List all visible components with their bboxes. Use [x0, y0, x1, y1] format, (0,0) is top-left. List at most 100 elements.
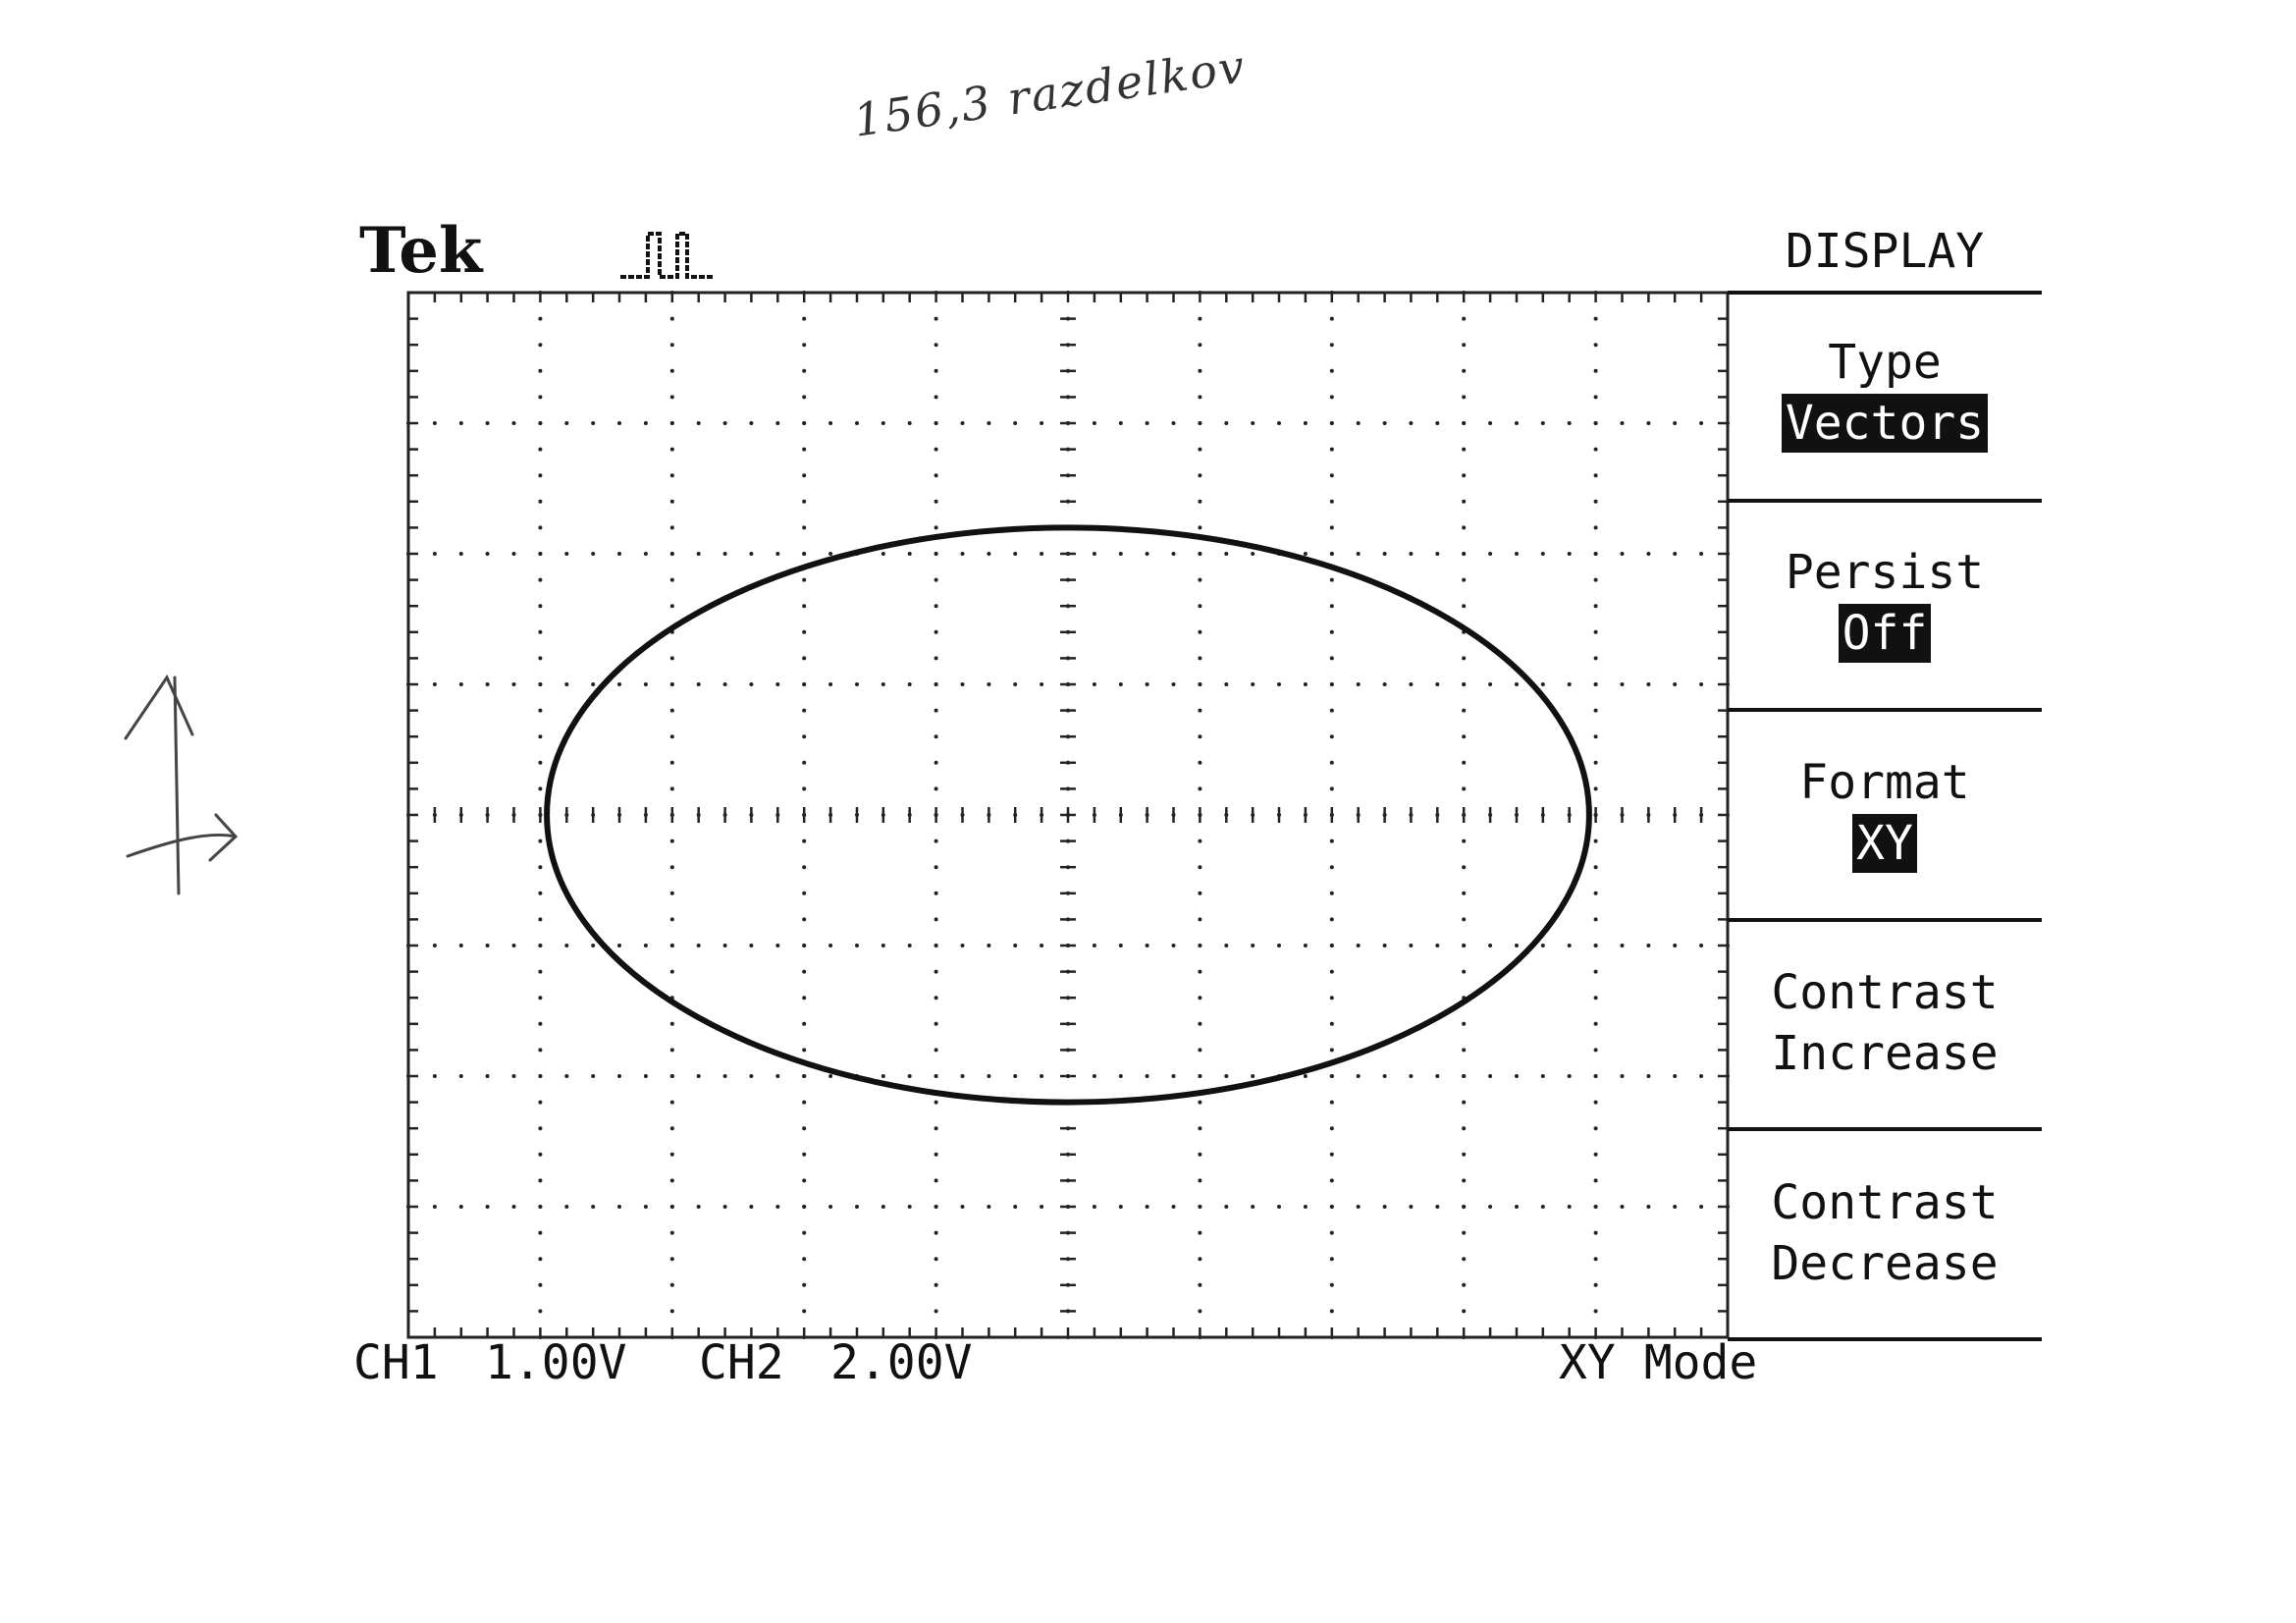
grid-dot	[1198, 395, 1202, 400]
grid-dot	[1198, 969, 1202, 974]
ch2-label: CH2	[699, 1335, 784, 1390]
grid-dot	[1198, 577, 1202, 582]
grid-dot	[802, 1074, 807, 1078]
grid-dot	[1593, 604, 1598, 609]
grid-dot	[538, 1100, 543, 1105]
menu-item-contrast-increase[interactable]: Contrast Increase	[1728, 962, 2042, 1084]
grid-dot	[1329, 473, 1334, 478]
grid-dot	[1620, 1205, 1625, 1209]
grid-dot	[802, 1021, 807, 1026]
grid-dot	[1356, 1205, 1361, 1209]
grid-dot	[1040, 1205, 1044, 1209]
grid-dot	[1145, 944, 1149, 947]
grid-dot	[934, 1205, 938, 1209]
grid-dot	[1593, 865, 1598, 870]
grid-dot	[775, 552, 780, 556]
grid-dot	[1593, 760, 1598, 765]
grid-dot	[934, 473, 938, 478]
grid-dot	[1329, 552, 1334, 556]
grid-dot	[1145, 682, 1149, 686]
grid-dot	[828, 552, 833, 556]
grid-dot	[987, 944, 991, 947]
grid-dot	[669, 368, 674, 373]
menu-item-contrast-increase-label2: Increase	[1771, 1026, 1999, 1081]
grid-dot	[1593, 577, 1598, 582]
grid-dot	[669, 1282, 674, 1287]
grid-dot	[1277, 944, 1281, 947]
grid-dot	[934, 1048, 938, 1053]
grid-dot	[828, 682, 833, 686]
grid-dot	[1224, 552, 1229, 556]
grid-dot	[802, 1152, 807, 1157]
grid-dot	[669, 1074, 674, 1078]
menu-item-contrast-increase-label: Contrast	[1771, 965, 1999, 1020]
grid-dot	[1198, 786, 1202, 791]
grid-dot	[802, 1205, 807, 1209]
grid-dot	[987, 1205, 991, 1209]
menu-item-contrast-decrease[interactable]: Contrast Decrease	[1728, 1172, 2042, 1294]
grid-dot	[1515, 682, 1519, 686]
grid-dot	[432, 552, 437, 556]
grid-dot	[1540, 421, 1545, 425]
grid-dot	[934, 1100, 938, 1105]
grid-dot	[1462, 577, 1467, 582]
grid-dot	[934, 786, 938, 791]
grid-dot	[1515, 1074, 1519, 1078]
grid-dot	[987, 421, 991, 425]
xy-trace-layer	[544, 524, 1592, 1106]
grid-dot	[934, 734, 938, 739]
grid-dot	[934, 682, 938, 686]
grid-dot	[1092, 552, 1096, 556]
grid-dot	[828, 1074, 833, 1078]
grid-dot	[643, 1205, 648, 1209]
grid-dot	[1329, 734, 1334, 739]
grid-dot	[1013, 421, 1018, 425]
grid-dot	[1488, 421, 1493, 425]
grid-dot	[855, 944, 859, 947]
grid-dot	[907, 1074, 912, 1078]
menu-item-type[interactable]: Type Vectors	[1728, 332, 2042, 454]
grid-dot	[538, 1021, 543, 1026]
grid-dot	[1462, 499, 1467, 504]
grid-dot	[538, 996, 543, 1001]
grid-dot	[1462, 316, 1467, 321]
grid-dot	[1171, 421, 1176, 425]
grid-dot	[1462, 1309, 1467, 1314]
grid-dot	[934, 996, 938, 1001]
menu-item-persist[interactable]: Persist Off	[1728, 542, 2042, 664]
grid-dot	[802, 1282, 807, 1287]
grid-dot	[432, 1074, 437, 1078]
grid-dot	[669, 316, 674, 321]
grid-dot	[538, 421, 543, 425]
grid-dot	[1329, 786, 1334, 791]
menu-item-format-value: XY	[1852, 814, 1917, 873]
grid-dot	[855, 421, 859, 425]
grid-dot	[1013, 1205, 1018, 1209]
grid-dot	[1673, 944, 1678, 947]
grid-dot	[1593, 969, 1598, 974]
grid-dot	[1673, 421, 1678, 425]
grid-dot	[1593, 473, 1598, 478]
grid-dot	[458, 421, 463, 425]
menu-item-format[interactable]: Format XY	[1728, 752, 2042, 874]
grid-dot	[1198, 1152, 1202, 1157]
grid-dot	[1593, 629, 1598, 634]
grid-dot	[1329, 1309, 1334, 1314]
grid-dot	[1462, 786, 1467, 791]
grid-dot	[1699, 1205, 1704, 1209]
grid-dot	[538, 473, 543, 478]
grid-dot	[643, 552, 648, 556]
grid-dot	[1198, 656, 1202, 661]
grid-dot	[1198, 1074, 1202, 1078]
grid-dot	[432, 944, 437, 947]
grid-dot	[775, 944, 780, 947]
grid-dot	[669, 760, 674, 765]
grid-dot	[1224, 944, 1229, 947]
grid-dot	[1462, 760, 1467, 765]
grid-dot	[1593, 944, 1598, 947]
grid-dot	[1303, 682, 1308, 686]
grid-dot	[1198, 499, 1202, 504]
grid-dot	[907, 421, 912, 425]
grid-dot	[1593, 1205, 1598, 1209]
